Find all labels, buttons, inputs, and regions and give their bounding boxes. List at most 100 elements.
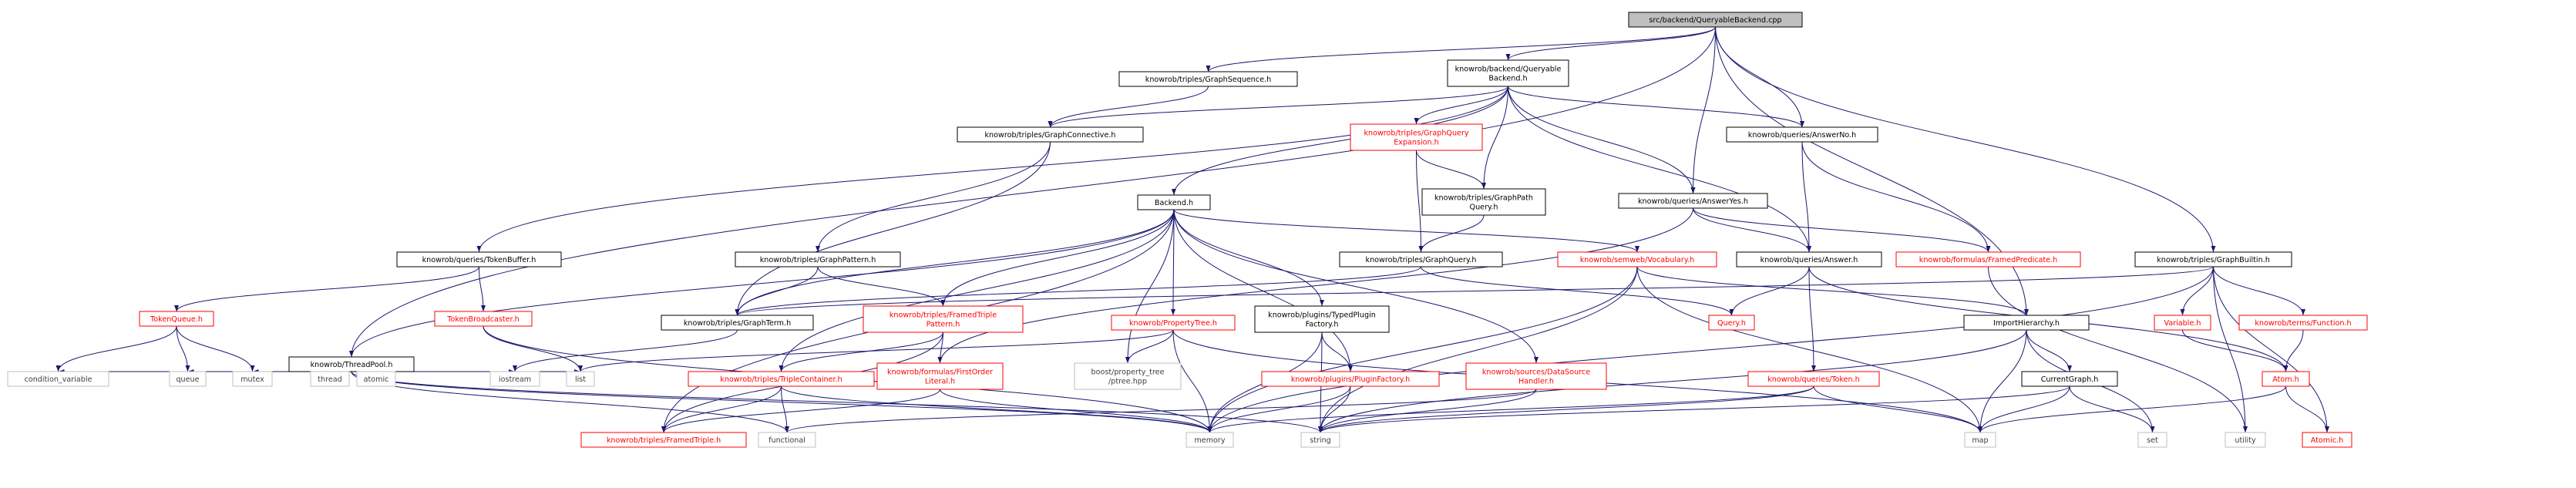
- node-triplecontainer[interactable]: knowrob/triples/TripleContainer.h: [688, 371, 875, 387]
- edge-graphterm-to-iostream: [513, 329, 738, 372]
- edge-answer-to-query: [1729, 266, 1810, 316]
- node-box-atomic: [356, 371, 396, 387]
- node-token[interactable]: knowrob/queries/Token.h: [1747, 371, 1880, 387]
- node-pluginfactory[interactable]: knowrob/plugins/PluginFactory.h: [1261, 371, 1440, 387]
- node-queryablebackend[interactable]: knowrob/backend/QueryableBackend.h: [1447, 59, 1569, 87]
- node-label-tokenbroadcaster-0: TokenBroadcaster.h: [446, 315, 519, 324]
- node-label-memory-0: memory: [1194, 436, 1225, 445]
- node-box-tokenbuffer: [396, 251, 562, 268]
- node-label-tokenbuffer-0: knowrob/queries/TokenBuffer.h: [422, 256, 536, 264]
- edge-answeryes-to-firstorderliteral: [937, 207, 1693, 364]
- edge-firstorderliteral-to-memory: [940, 389, 1212, 433]
- node-framedpredicate[interactable]: knowrob/formulas/FramedPredicate.h: [1895, 251, 2081, 268]
- node-box-set: [2137, 432, 2167, 448]
- node-box-currentgraph: [2021, 371, 2118, 387]
- node-answerno[interactable]: knowrob/queries/AnswerNo.h: [1726, 126, 1878, 143]
- node-importhierarchy[interactable]: ImportHierarchy.h: [1963, 315, 2090, 331]
- node-termsfunction[interactable]: knowrob/terms/Function.h: [2238, 315, 2368, 331]
- edge-tokenqueue-to-condition_variable: [55, 325, 177, 372]
- node-label-threadpool-0: knowrob/ThreadPool.h: [311, 361, 393, 369]
- node-graphconnective[interactable]: knowrob/triples/GraphConnective.h: [957, 126, 1144, 143]
- edge-currentgraph-to-string: [1318, 385, 2070, 433]
- node-answeryes[interactable]: knowrob/queries/AnswerYes.h: [1618, 193, 1768, 209]
- edge-answer-to-token: [1808, 266, 1816, 372]
- node-box-answeryes: [1618, 193, 1768, 209]
- node-label-graphsequence-0: knowrob/triples/GraphSequence.h: [1145, 76, 1271, 84]
- edge-graphpathquery-to-graphquery: [1418, 214, 1485, 253]
- edge-tokenqueue-to-mutex: [176, 325, 255, 372]
- node-variable[interactable]: Variable.h: [2154, 315, 2211, 331]
- node-backend[interactable]: Backend.h: [1137, 194, 1211, 210]
- edge-graphconnective-to-graphpattern: [816, 141, 1051, 253]
- edge-backend-to-framedtriplepattern: [940, 209, 1175, 307]
- edge-datasourcehandler-to-functional: [785, 389, 1537, 433]
- edge-token-to-string: [1318, 385, 1814, 433]
- edge-triplecontainer-to-functional: [781, 385, 789, 433]
- edge-backend-to-propertytree: [1171, 209, 1176, 316]
- node-label-vocabulary-0: knowrob/semweb/Vocabulary.h: [1580, 256, 1695, 264]
- edge-triplecontainer-to-memory: [781, 385, 1212, 433]
- node-root[interactable]: src/backend/QueryableBackend.cpp: [1628, 12, 1803, 28]
- node-box-graphpathquery: [1421, 188, 1546, 216]
- node-label-atomicc-0: Atomic.h: [2311, 436, 2343, 445]
- node-graphsequence[interactable]: knowrob/triples/GraphSequence.h: [1118, 71, 1298, 87]
- node-graphbuiltin[interactable]: knowrob/triples/GraphBuiltin.h: [2134, 251, 2292, 268]
- node-atomicc[interactable]: Atomic.h: [2302, 432, 2352, 448]
- edge-datasourcehandler-to-string: [1318, 389, 1537, 433]
- node-graphterm[interactable]: knowrob/triples/GraphTerm.h: [661, 315, 814, 331]
- node-box-root: [1628, 12, 1803, 28]
- edge-pluginfactory-to-memory: [1207, 385, 1351, 433]
- node-tokenbroadcaster[interactable]: TokenBroadcaster.h: [434, 311, 533, 327]
- node-currentgraph[interactable]: CurrentGraph.h: [2021, 371, 2118, 387]
- edge-backend-to-pluginfactory: [1173, 209, 1353, 372]
- edge-propertytree-to-memory: [1172, 329, 1212, 433]
- node-box-iostream: [489, 371, 540, 387]
- node-framedtriple[interactable]: knowrob/triples/FramedTriple.h: [580, 432, 747, 448]
- node-label-condition_variable-0: condition_variable: [25, 375, 92, 384]
- edge-backend-to-datasourcehandler: [1173, 209, 1539, 364]
- node-ptree: boost/property_tree/ptree.hpp: [1074, 362, 1182, 390]
- node-box-datasourcehandler: [1465, 362, 1607, 390]
- node-query[interactable]: Query.h: [1708, 315, 1755, 331]
- node-box-tokenqueue: [139, 311, 214, 327]
- node-label-query-0: Query.h: [1717, 319, 1746, 328]
- edge-answerno-to-framedpredicate: [1801, 141, 1991, 253]
- node-tokenbuffer[interactable]: knowrob/queries/TokenBuffer.h: [396, 251, 562, 268]
- node-map: map: [1964, 432, 1996, 448]
- node-graphquery[interactable]: knowrob/triples/GraphQuery.h: [1339, 251, 1503, 268]
- node-label-graphpathquery-1: Query.h: [1470, 204, 1498, 212]
- edge-tokenqueue-to-queue: [176, 325, 190, 372]
- node-box-graphpattern: [735, 251, 901, 268]
- node-box-utility: [2225, 432, 2266, 448]
- node-thread: thread: [310, 371, 350, 387]
- node-answer[interactable]: knowrob/queries/Answer.h: [1736, 251, 1882, 268]
- node-graphpattern[interactable]: knowrob/triples/GraphPattern.h: [735, 251, 901, 268]
- node-label-atom-0: Atom.h: [2272, 375, 2299, 384]
- node-box-condition_variable: [7, 371, 109, 387]
- node-box-threadpool: [288, 356, 415, 372]
- node-box-triplecontainer: [688, 371, 875, 387]
- node-vocabulary[interactable]: knowrob/semweb/Vocabulary.h: [1557, 251, 1717, 268]
- node-propertytree[interactable]: knowrob/PropertyTree.h: [1111, 315, 1236, 331]
- node-threadpool[interactable]: knowrob/ThreadPool.h: [288, 356, 415, 372]
- node-label-answeryes-0: knowrob/queries/AnswerYes.h: [1638, 197, 1748, 206]
- node-label-graphquery-0: knowrob/triples/GraphQuery.h: [1366, 256, 1477, 264]
- edge-graphconnective-to-graphterm: [735, 141, 1051, 316]
- node-label-answerno-0: knowrob/queries/AnswerNo.h: [1748, 131, 1856, 140]
- edge-framedpredicate-to-utility: [1988, 266, 2248, 433]
- node-atom[interactable]: Atom.h: [2262, 371, 2310, 387]
- node-tokenqueue[interactable]: TokenQueue.h: [139, 311, 214, 327]
- node-string: string: [1300, 432, 1340, 448]
- node-label-map-0: map: [1972, 436, 1988, 445]
- edge-graphquery-to-graphterm: [735, 266, 1421, 316]
- node-box-termsfunction: [2238, 315, 2368, 331]
- node-box-importhierarchy: [1963, 315, 2090, 331]
- node-label-thread-0: thread: [318, 375, 341, 384]
- edge-pluginfactory-to-string: [1318, 385, 1351, 433]
